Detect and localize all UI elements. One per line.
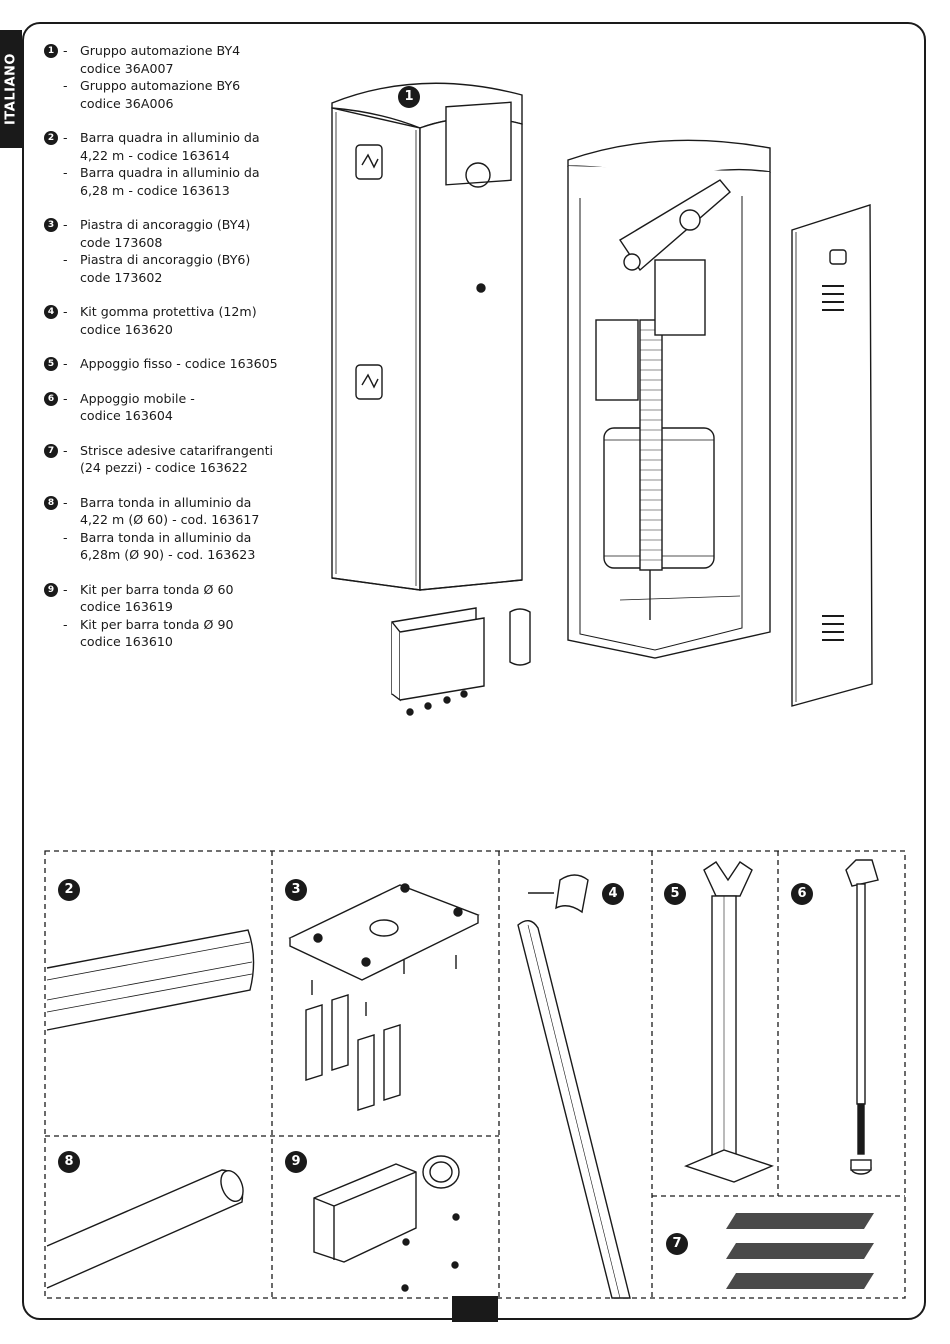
dash: - bbox=[63, 442, 68, 458]
part-number-badge: 8 bbox=[44, 495, 58, 510]
figure-badge-5: 5 bbox=[664, 883, 686, 905]
part-line: code 173602 bbox=[80, 269, 163, 285]
part-number-badge: 7 bbox=[44, 443, 58, 458]
part-number-badge: 5 bbox=[44, 357, 58, 371]
part-line: codice 36A006 bbox=[80, 95, 174, 111]
open-cabinet-drawing bbox=[567, 139, 771, 659]
part-line: codice 163620 bbox=[80, 321, 173, 337]
part-line: Piastra di ancoraggio (BY4) bbox=[80, 217, 251, 232]
dash: - bbox=[63, 616, 68, 632]
part-number-badge: 9 bbox=[44, 582, 58, 597]
part-line: codice 36A007 bbox=[80, 60, 174, 76]
part-line: Kit per barra tonda Ø 90 bbox=[80, 616, 234, 632]
part-line: Appoggio mobile - bbox=[80, 390, 195, 406]
round-bar-drawing bbox=[46, 1169, 244, 1289]
reflective-strips-drawing bbox=[726, 1213, 874, 1289]
part-line: codice 163610 bbox=[80, 634, 173, 649]
figure-badge-3: 3 bbox=[285, 879, 307, 901]
part-line: Gruppo automazione BY4 bbox=[80, 43, 241, 58]
dash: - bbox=[63, 130, 68, 145]
mounting-accessories-drawing bbox=[391, 607, 531, 716]
part-line: Kit gomma protettiva (12m) bbox=[80, 304, 257, 319]
part-number-badge: 4 bbox=[44, 305, 58, 319]
part-line: code 173608 bbox=[80, 234, 163, 250]
figure-badge-8: 8 bbox=[58, 1151, 80, 1173]
part-line: 4,22 m (Ø 60) - cod. 163617 bbox=[80, 512, 260, 527]
dash: - bbox=[63, 165, 68, 180]
figure-badge-4: 4 bbox=[602, 883, 624, 905]
part-item-8: 8 - Barra tonda in alluminio da 4,22 m (… bbox=[44, 494, 304, 564]
round-bar-rubber-drawing bbox=[517, 874, 631, 1299]
part-item-5: 5 - Appoggio fisso - codice 163605 bbox=[44, 355, 304, 373]
figure-badge-1: 1 bbox=[398, 86, 420, 108]
dash: - bbox=[63, 217, 68, 232]
round-bar-kit-drawing bbox=[313, 1155, 460, 1292]
figure-badge-2: 2 bbox=[58, 879, 80, 901]
part-line: Barra tonda in alluminio da bbox=[80, 529, 252, 545]
dash: - bbox=[63, 43, 68, 58]
part-line: Appoggio fisso - codice 163605 bbox=[80, 356, 278, 371]
figure-badge-9: 9 bbox=[285, 1151, 307, 1173]
part-line: Barra quadra in alluminio da bbox=[80, 165, 260, 180]
language-tab: ITALIANO bbox=[0, 30, 22, 148]
part-variant: -Gruppo automazione BY6 bbox=[63, 77, 304, 95]
part-number-badge: 1 bbox=[44, 44, 58, 58]
part-line: Piastra di ancoraggio (BY6) bbox=[80, 252, 251, 267]
dash: - bbox=[63, 304, 68, 319]
part-number-badge: 3 bbox=[44, 218, 58, 232]
mobile-support-drawing bbox=[845, 859, 879, 1175]
anchor-plate-drawing bbox=[288, 883, 480, 1111]
part-line: Gruppo automazione BY6 bbox=[80, 78, 241, 93]
part-item-7: 7 - Strisce adesive catarifrangenti (24 … bbox=[44, 442, 304, 477]
part-line: codice 163604 bbox=[80, 408, 173, 423]
dash: - bbox=[63, 252, 68, 267]
part-number-badge: 6 bbox=[44, 391, 58, 406]
dash: - bbox=[63, 78, 68, 93]
figure-badge-6: 6 bbox=[791, 883, 813, 905]
part-line: 4,22 m - codice 163614 bbox=[80, 147, 230, 163]
part-variant: -Barra tonda in alluminio da bbox=[63, 529, 304, 547]
part-item-2: 2 - Barra quadra in alluminio da 4,22 m … bbox=[44, 129, 304, 199]
parts-list: 1 - Gruppo automazione BY4 codice 36A007… bbox=[44, 42, 304, 668]
part-line: Barra quadra in alluminio da bbox=[80, 130, 260, 145]
part-line: 6,28m (Ø 90) - cod. 163623 bbox=[80, 547, 256, 562]
figure-badge-7: 7 bbox=[666, 1233, 688, 1255]
dash: - bbox=[63, 581, 68, 597]
part-variant: -Barra quadra in alluminio da bbox=[63, 164, 304, 182]
part-line: 6,28 m - codice 163613 bbox=[80, 182, 230, 198]
square-bar-drawing bbox=[46, 929, 255, 1031]
part-item-1: 1 - Gruppo automazione BY4 codice 36A007… bbox=[44, 42, 304, 112]
part-line: Barra tonda in alluminio da bbox=[80, 494, 252, 510]
part-variant: -Kit per barra tonda Ø 90 bbox=[63, 616, 304, 634]
part-variant: -Piastra di ancoraggio (BY6) bbox=[63, 251, 304, 269]
part-item-6: 6 - Appoggio mobile - codice 163604 bbox=[44, 390, 304, 425]
part-line: (24 pezzi) - codice 163622 bbox=[80, 460, 248, 475]
part-item-3: 3 - Piastra di ancoraggio (BY4) code 173… bbox=[44, 216, 304, 286]
part-item-4: 4 - Kit gomma protettiva (12m) codice 16… bbox=[44, 303, 304, 338]
part-line: Kit per barra tonda Ø 60 bbox=[80, 581, 234, 597]
dash: - bbox=[63, 529, 68, 545]
dash: - bbox=[63, 356, 68, 371]
closed-cabinet-drawing bbox=[331, 82, 523, 591]
fixed-support-drawing bbox=[684, 861, 774, 1183]
dash: - bbox=[63, 494, 68, 510]
door-panel-drawing bbox=[791, 204, 873, 707]
part-line: codice 163619 bbox=[80, 599, 173, 614]
barrier-unit-illustration bbox=[331, 82, 873, 716]
part-number-badge: 2 bbox=[44, 131, 58, 145]
page-number-tab bbox=[452, 1296, 498, 1322]
part-line: Strisce adesive catarifrangenti bbox=[80, 442, 274, 458]
dash: - bbox=[63, 390, 68, 406]
part-item-9: 9 - Kit per barra tonda Ø 60 codice 1636… bbox=[44, 581, 304, 651]
